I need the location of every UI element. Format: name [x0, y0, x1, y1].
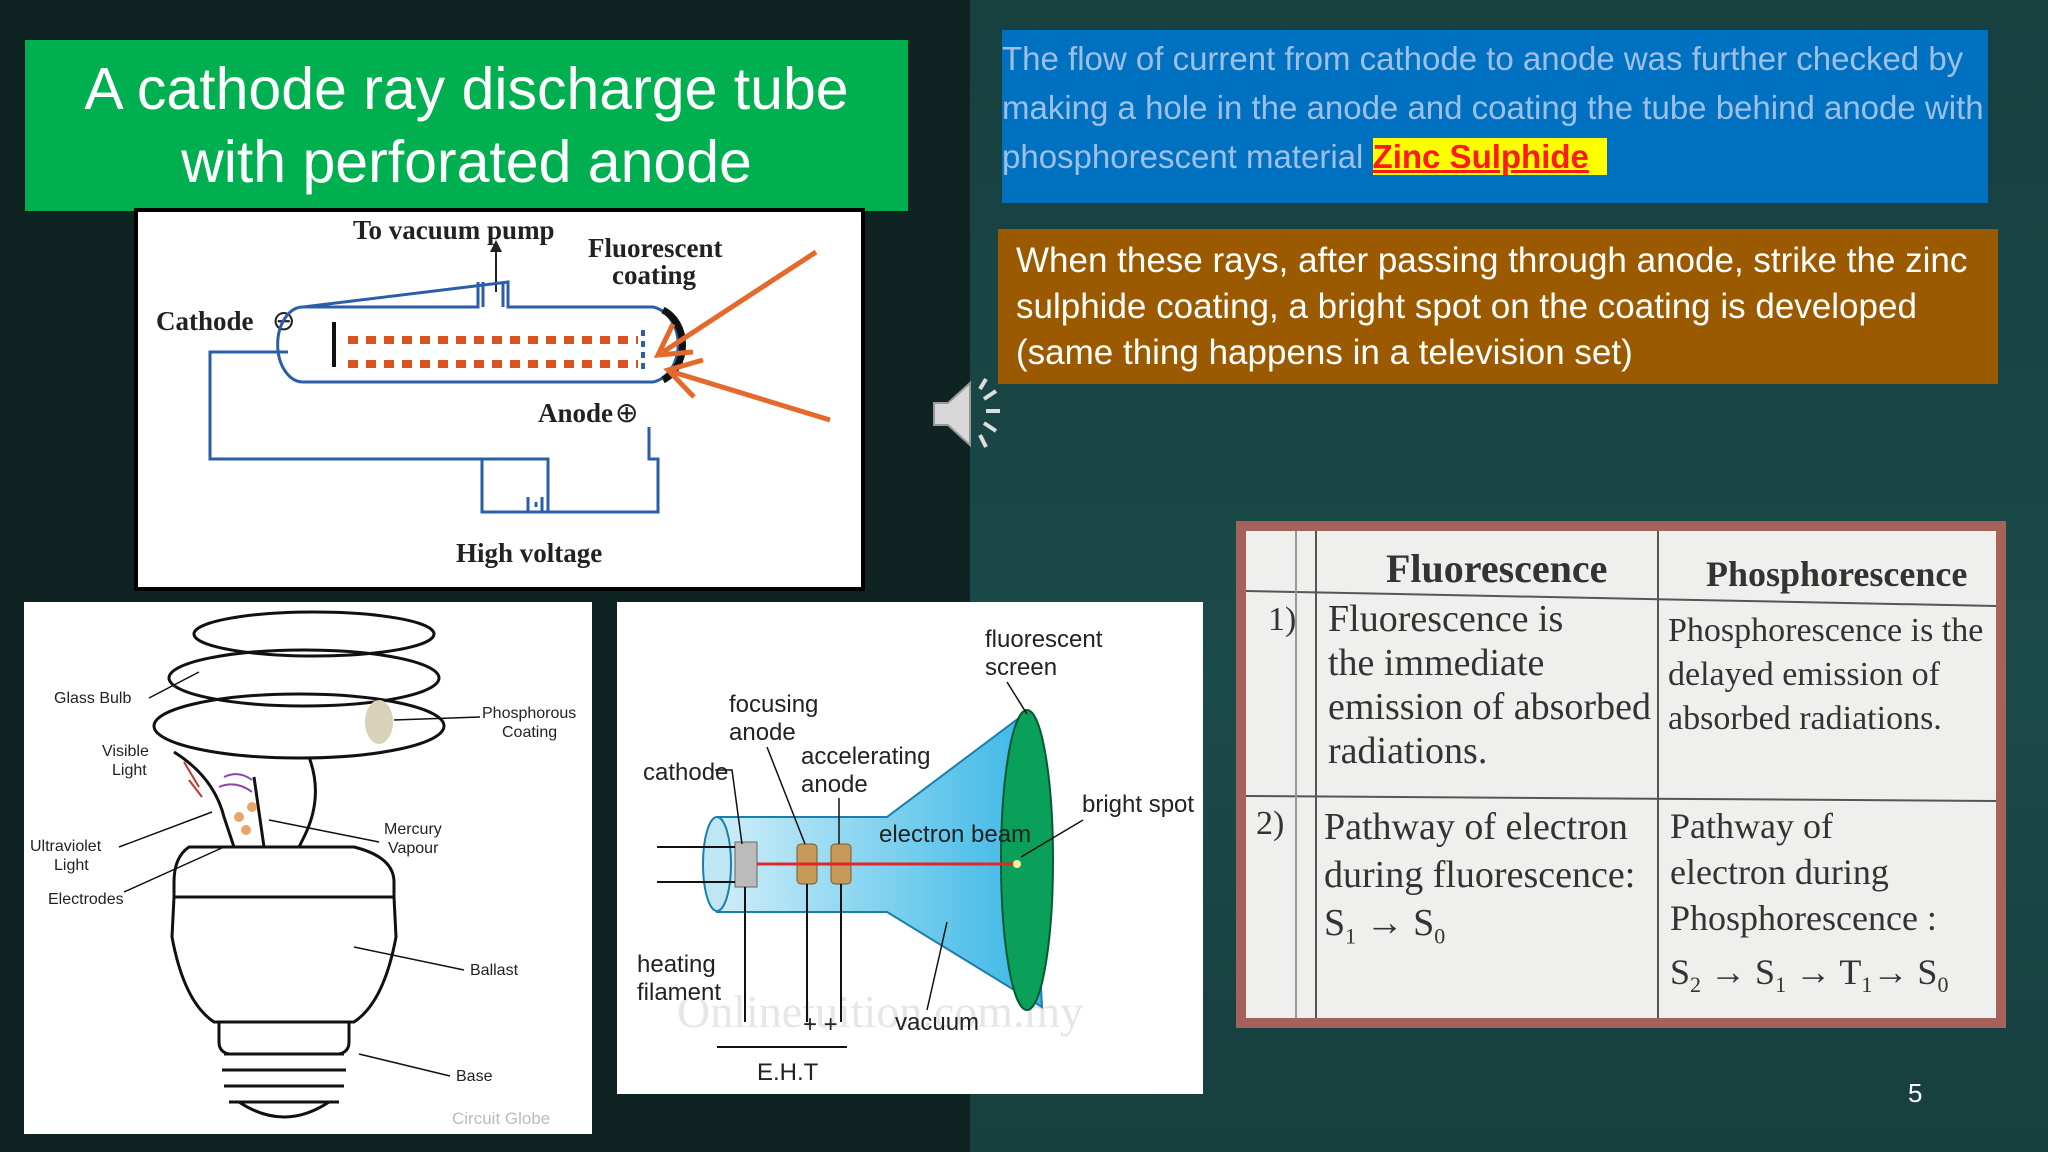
uv-label: Ultraviolet [30, 838, 102, 855]
info-text: The flow of current from cathode to anod… [1002, 40, 1984, 175]
info-box-blue: The flow of current from cathode to anod… [1002, 30, 1988, 203]
row1-number: 1) [1268, 601, 1297, 638]
screen-label: screen [985, 654, 1057, 681]
info-box-brown: When these rays, after passing through a… [998, 229, 1998, 384]
visible-label: Visible [102, 743, 149, 760]
electron-beam-label: electron beam [879, 821, 1031, 848]
cathode-crt-label: cathode [643, 759, 728, 786]
phosphorous-label: Phosphorous [482, 705, 576, 722]
mercury-label: Mercury [384, 821, 442, 838]
cathode-tube-diagram: To vacuum pump Fluorescent coating Catho… [134, 208, 865, 591]
anode-label: Anode [538, 398, 613, 428]
eht-label: E.H.T [757, 1059, 819, 1086]
table-body: Fluorescence Phosphorescence 1) Fluoresc… [1246, 531, 1996, 1018]
visible-light-label: Light [112, 762, 147, 779]
base-label: Base [456, 1068, 493, 1085]
bright-spot-label: bright spot [1082, 791, 1194, 818]
fluorescent-label: Fluorescent [588, 233, 722, 263]
comparison-table: Fluorescence Phosphorescence 1) Fluoresc… [1236, 521, 2006, 1028]
header-phosphorescence: Phosphorescence [1706, 554, 1968, 594]
slide-title: A cathode ray discharge tube with perfor… [25, 40, 908, 211]
vapour-label: Vapour [388, 840, 439, 857]
electrodes-label: Electrodes [48, 891, 124, 908]
speaker-icon[interactable] [928, 375, 1016, 455]
coating-label-2: Coating [502, 724, 557, 741]
vacuum-label: vacuum [895, 1009, 979, 1036]
high-voltage-label: High voltage [456, 538, 602, 568]
crt-diagram: Onlinetuition.com.my fluorescent screen … [617, 602, 1203, 1094]
cfl-bulb-diagram: Glass Bulb Phosphorous Coating Visible L… [24, 602, 592, 1134]
glass-bulb-label: Glass Bulb [54, 690, 131, 707]
ballast-label: Ballast [470, 962, 519, 979]
heating-filament-label: filament [637, 979, 721, 1006]
s1-s0-formula: S1 → S0 [1324, 902, 1446, 949]
plus-signs: + + [803, 1011, 838, 1038]
accelerating-label: accelerating [801, 743, 930, 770]
focusing-label: focusing [729, 691, 818, 718]
s2-s0-formula: S2 → S1 → T1→ S0 [1670, 952, 1949, 998]
fluorescent-screen-label: fluorescent [985, 626, 1103, 653]
coating-label: coating [612, 260, 696, 290]
heating-label: heating [637, 951, 716, 978]
header-fluorescence: Fluorescence [1386, 546, 1608, 591]
slide-number: 5 [1908, 1078, 1923, 1108]
circuit-globe-credit: Circuit Globe [452, 1109, 550, 1128]
cathode-label: Cathode [156, 306, 254, 336]
anode-plus-sign: ⊕ [615, 397, 638, 428]
vacuum-pump-label: To vacuum pump [353, 215, 555, 245]
title-line-2: with perforated anode [181, 128, 752, 195]
accelerating-anode-label: anode [801, 771, 868, 798]
focusing-anode-label: anode [729, 719, 796, 746]
row2-number: 2) [1256, 805, 1285, 842]
uv-light-label: Light [54, 857, 89, 874]
zinc-sulphide-highlight: Zinc Sulphide [1372, 138, 1607, 175]
title-line-1: A cathode ray discharge tube [84, 55, 849, 122]
